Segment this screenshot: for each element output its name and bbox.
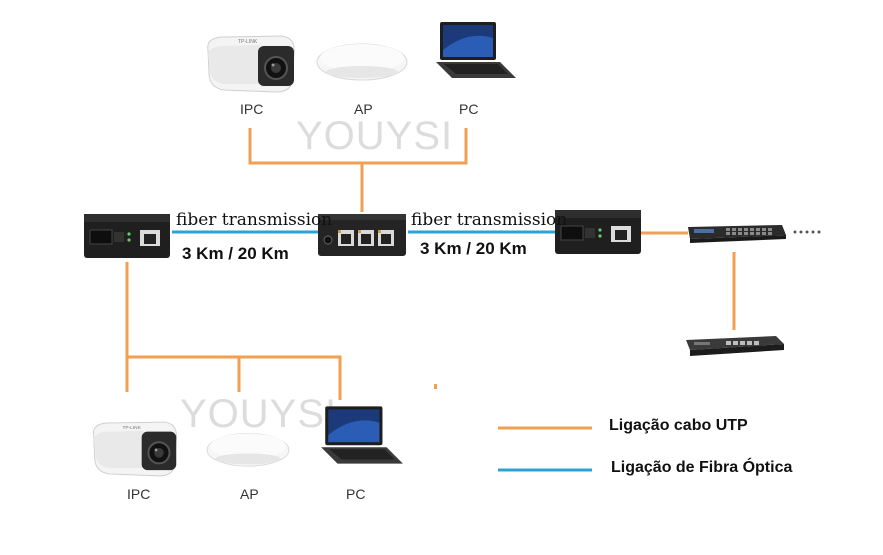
bottom-ipc-camera-icon: TP-LINK [92, 421, 177, 477]
utp-top-bus [248, 128, 468, 165]
more-devices-ellipsis-icon [793, 230, 821, 234]
ap-access-point-icon [316, 43, 408, 81]
watermark-top: YOUYSI [296, 114, 454, 158]
top-pc-label: PC [459, 101, 479, 117]
top-ap-label: AP [354, 101, 373, 117]
svg-text:TP-LINK: TP-LINK [122, 425, 141, 431]
right-link-label: fiber transmission [411, 210, 568, 230]
left-link-distance: 3 Km / 20 Km [182, 244, 289, 263]
bottom-ipc-label: IPC [127, 486, 151, 502]
legend-fiber-label: Ligação de Fibra Óptica [611, 459, 793, 476]
left-media-converter-icon [84, 214, 170, 258]
bottom-ap-access-point-icon [206, 433, 290, 467]
top-ipc-label: IPC [240, 101, 264, 117]
watermark-bottom: YOUYSI [180, 392, 338, 436]
utp-bottom-bus [127, 355, 342, 400]
pc-laptop-icon [436, 22, 516, 78]
svg-text:TP-LINK: TP-LINK [238, 39, 258, 45]
center-switch-icon [318, 214, 406, 256]
right-media-converter-icon [555, 210, 641, 254]
right-link-distance: 3 Km / 20 Km [420, 239, 527, 258]
left-link-label: fiber transmission [176, 210, 333, 230]
ipc-camera-icon: TP-LINK [207, 35, 295, 93]
router-icon [686, 336, 784, 356]
bottom-pc-label: PC [346, 486, 366, 502]
rack-switch-icon [688, 225, 786, 243]
stray-dot [434, 384, 437, 389]
bottom-pc-laptop-icon [321, 406, 403, 464]
bottom-ap-label: AP [240, 486, 259, 502]
legend-utp-label: Ligação cabo UTP [609, 417, 748, 434]
